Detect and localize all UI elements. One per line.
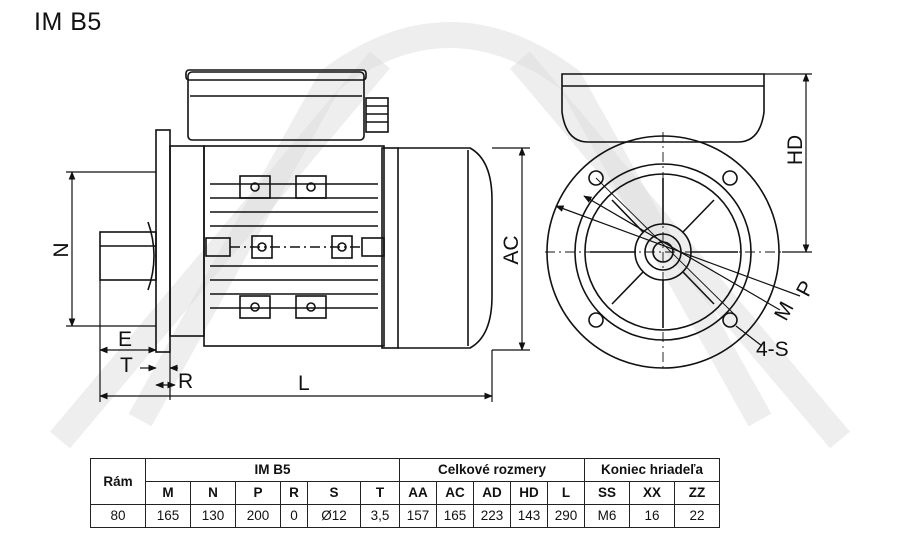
table-cell: 143 — [510, 504, 548, 528]
table-cell: 290 — [547, 504, 585, 528]
table-cell: 157 — [399, 504, 437, 528]
dim-label-p: P — [792, 277, 819, 300]
dim-label-e: E — [118, 328, 132, 351]
front-dimensions — [555, 73, 812, 347]
table-row: 80 165 130 200 0 Ø12 3,5 157 165 223 143… — [90, 504, 720, 528]
table-cell: 223 — [473, 504, 511, 528]
table-cell: 130 — [190, 504, 236, 528]
column-header: T — [360, 481, 400, 505]
column-header: XX — [629, 481, 675, 505]
table-cell: 165 — [145, 504, 191, 528]
table-cell: 80 — [90, 504, 146, 528]
column-header: R — [280, 481, 308, 505]
column-header: M — [145, 481, 191, 505]
column-header: P — [235, 481, 281, 505]
column-header: AC — [436, 481, 474, 505]
column-header: AD — [473, 481, 511, 505]
watermark-logo — [50, 22, 850, 449]
side-dimensions — [66, 147, 530, 402]
column-header: SS — [584, 481, 630, 505]
column-header: ZZ — [674, 481, 720, 505]
table-cell: 0 — [280, 504, 308, 528]
table-cell: 22 — [674, 504, 720, 528]
dim-label-ac: AC — [500, 235, 523, 264]
side-view — [99, 69, 493, 353]
header-group-overall: Celkové rozmery — [399, 458, 585, 482]
dim-label-n: N — [50, 242, 73, 257]
page-title: IM B5 — [34, 8, 102, 36]
table-cell: M6 — [584, 504, 630, 528]
column-header: N — [190, 481, 236, 505]
motor-drawing: N AC HD E T R L P M 4-S — [50, 22, 850, 449]
dim-label-hd: HD — [784, 135, 807, 165]
table-cell: 165 — [436, 504, 474, 528]
dim-label-l: L — [298, 372, 310, 395]
dim-label-s: 4-S — [756, 338, 789, 361]
table-header-groups: Rám IM B5 Celkové rozmery Koniec hriadeľ… — [90, 458, 720, 505]
table-cell: 3,5 — [360, 504, 400, 528]
table-cell: 16 — [629, 504, 675, 528]
dimension-table: Rám IM B5 Celkové rozmery Koniec hriadeľ… — [90, 458, 720, 528]
front-view — [545, 73, 782, 372]
column-header: S — [307, 481, 361, 505]
column-header: AA — [399, 481, 437, 505]
header-group-imb5: IM B5 — [145, 458, 400, 482]
column-header: HD — [510, 481, 548, 505]
header-frame: Rám — [90, 458, 146, 505]
dim-label-t: T — [120, 354, 133, 377]
dim-label-m: M — [770, 298, 799, 324]
column-header: L — [547, 481, 585, 505]
table-cell: Ø12 — [307, 504, 361, 528]
table-cell: 200 — [235, 504, 281, 528]
table-header-columns: M N P R S T AA AC AD HD L SS XX ZZ — [91, 481, 720, 505]
header-group-shaft: Koniec hriadeľa — [584, 458, 720, 482]
dim-label-r: R — [178, 370, 193, 393]
